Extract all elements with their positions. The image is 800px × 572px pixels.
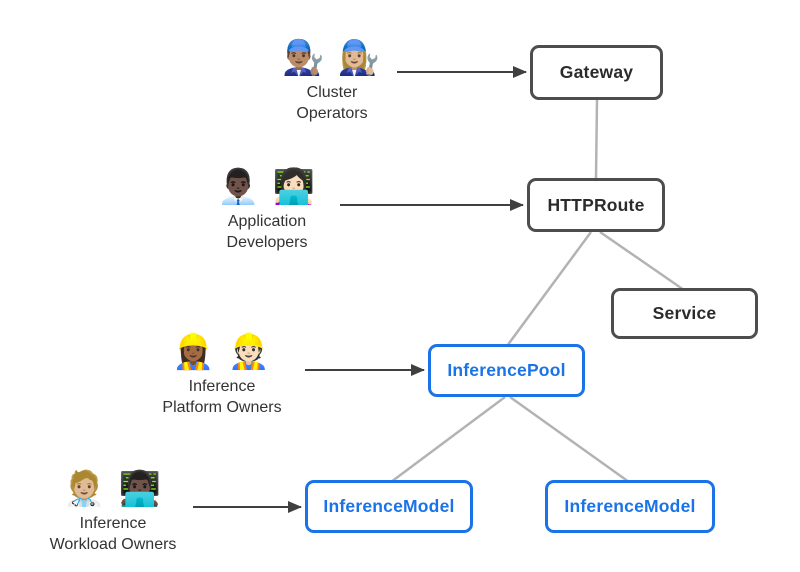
service-node-label: Service xyxy=(652,303,717,323)
httproute-node-label: HTTPRoute xyxy=(547,194,645,215)
connector-gateway-httproute xyxy=(594,99,599,179)
inferencemodel-left-node: InferenceModel xyxy=(305,480,473,533)
httproute-node: HTTPRoute xyxy=(527,178,665,232)
inferencepool-node-label: InferencePool xyxy=(447,360,566,380)
connector-httproute-service xyxy=(599,230,685,292)
man-woman-mechanic-icon: 👨🏽‍🔧 👩🏼‍🔧 xyxy=(281,39,383,77)
inferencemodel-right-node-label: InferenceModel xyxy=(564,496,696,516)
connector-inferencepool-inferencemodel-right xyxy=(509,395,630,484)
service-node: Service xyxy=(611,288,758,339)
gateway-node: Gateway xyxy=(530,45,663,100)
actor-inference-workload-owners: 🧑🏼‍⚕️ 👨🏿‍💻 Inference Workload Owners xyxy=(0,467,228,555)
connector-inferencepool-inferencemodel-left xyxy=(390,395,506,484)
construction-workers-icon: 👷🏾‍♀️ 👷🏻 xyxy=(171,333,273,371)
actor-inference-platform-owners: 👷🏾‍♀️ 👷🏻 Inference Platform Owners xyxy=(107,330,337,418)
inferencemodel-right-node: InferenceModel xyxy=(545,480,715,533)
gateway-node-label: Gateway xyxy=(559,62,634,82)
inferencepool-node: InferencePool xyxy=(428,344,585,397)
cluster-operators-label: Cluster Operators xyxy=(296,84,368,122)
actor-application-developers: 👨🏿‍💼 👩🏻‍💻 Application Developers xyxy=(152,165,382,253)
office-worker-technologist-icon: 👨🏿‍💼 👩🏻‍💻 xyxy=(216,168,318,206)
inference-platform-owners-label: Inference Platform Owners xyxy=(162,378,282,416)
application-developers-label: Application Developers xyxy=(226,213,308,251)
inference-workload-owners-label: Inference Workload Owners xyxy=(49,515,177,553)
health-worker-technologist-icon: 🧑🏼‍⚕️ 👨🏿‍💻 xyxy=(62,470,164,508)
inferencemodel-left-node-label: InferenceModel xyxy=(323,496,455,516)
actor-cluster-operators: 👨🏽‍🔧 👩🏼‍🔧 Cluster Operators xyxy=(217,36,447,124)
connector-httproute-inferencepool xyxy=(505,231,593,347)
